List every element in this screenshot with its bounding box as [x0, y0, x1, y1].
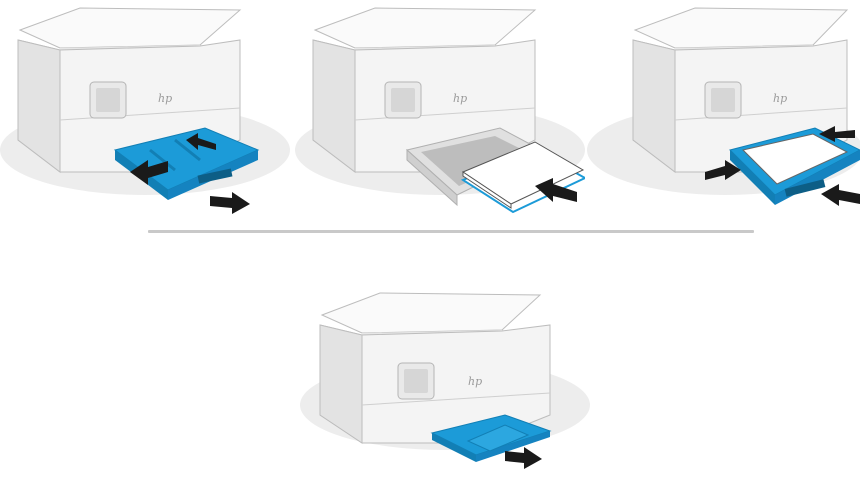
- arrow-icon: [535, 178, 577, 202]
- printer-illustration: hp: [295, 7, 585, 214]
- arrow-icon: [210, 192, 250, 214]
- step-4-panel: hp: [300, 255, 590, 488]
- arrow-icon: [705, 160, 741, 180]
- arrow-icon: [505, 447, 542, 469]
- arrow-icon: [186, 133, 216, 150]
- step-1-panel: hp: [0, 0, 290, 225]
- paper-stack: [460, 141, 585, 214]
- hp-logo-icon: hp: [453, 92, 467, 105]
- step-2-panel: hp: [295, 0, 585, 225]
- hp-logo-icon: hp: [773, 92, 787, 105]
- printer-illustration: hp: [0, 7, 290, 214]
- control-panel: [397, 362, 435, 400]
- hp-logo-icon: hp: [468, 375, 482, 388]
- section-divider: [148, 230, 754, 233]
- control-panel: [384, 81, 422, 119]
- output-tray: [430, 414, 552, 462]
- control-panel: [704, 81, 742, 119]
- printer-illustration: hp: [587, 7, 860, 206]
- input-tray: [405, 127, 547, 207]
- printer-illustration: hp: [300, 292, 590, 469]
- arrow-icon: [819, 126, 855, 142]
- step-3-panel: hp: [585, 0, 860, 225]
- arrow-icon: [130, 160, 168, 185]
- control-panel: [89, 81, 127, 119]
- hp-logo-icon: hp: [158, 92, 172, 105]
- arrow-icon: [821, 184, 860, 206]
- input-tray: [729, 127, 860, 205]
